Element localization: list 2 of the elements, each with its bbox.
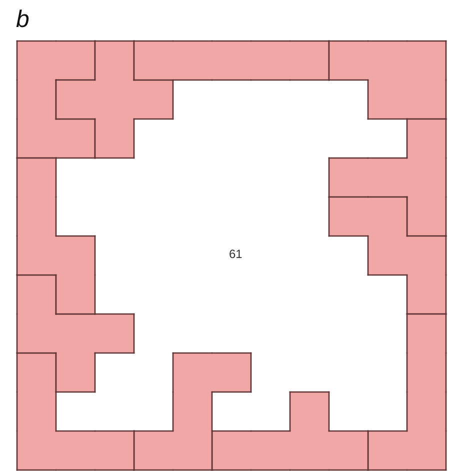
count-label: 61: [229, 247, 242, 261]
panel-label: b: [16, 6, 30, 34]
